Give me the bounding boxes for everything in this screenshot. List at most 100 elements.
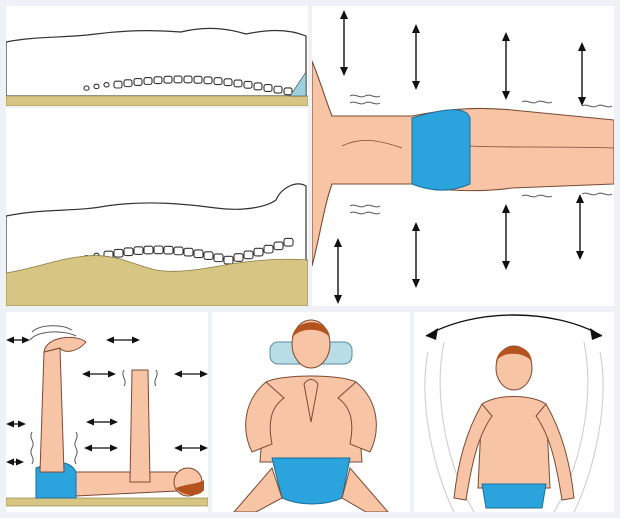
vertebra xyxy=(213,253,224,263)
vertebra xyxy=(273,85,283,94)
vertebra xyxy=(193,249,204,259)
vertebra xyxy=(93,83,100,90)
spine-flat-ground-panel xyxy=(6,6,308,106)
vertebra xyxy=(233,79,243,88)
arrowhead xyxy=(502,32,510,41)
lying-body xyxy=(312,60,614,267)
vertebra xyxy=(243,80,253,89)
uneven-ground xyxy=(6,255,308,306)
vertebra xyxy=(253,247,264,257)
arrowhead xyxy=(502,261,510,270)
vertebra xyxy=(283,87,293,96)
vertebra xyxy=(223,78,233,87)
arrowhead xyxy=(334,238,342,247)
spine-flat-illustration xyxy=(6,27,308,106)
arrowhead xyxy=(132,336,140,344)
palms-pressed-pillow-panel xyxy=(212,312,410,512)
arrowhead xyxy=(6,458,14,466)
head xyxy=(291,319,331,369)
arrowhead xyxy=(82,370,90,378)
vertebra xyxy=(83,85,90,91)
legs-arms-raised-panel xyxy=(6,312,208,512)
arrowhead xyxy=(412,222,420,231)
arrowhead xyxy=(110,444,118,452)
arrowhead xyxy=(174,444,182,452)
arrowhead xyxy=(200,444,208,452)
ground-hatch xyxy=(289,71,307,97)
arrowhead xyxy=(576,251,584,260)
lying-figure-illustration xyxy=(312,10,614,304)
vertebra xyxy=(203,251,214,261)
arms xyxy=(453,403,575,501)
vertebra xyxy=(233,253,244,262)
vertebra xyxy=(153,76,163,85)
vertebra xyxy=(273,241,284,251)
blue-shorts xyxy=(411,109,471,191)
body-outline xyxy=(6,183,307,277)
shake-waves xyxy=(29,325,158,465)
arrowhead xyxy=(412,81,420,90)
prayer-pose-illustration xyxy=(233,319,389,512)
arrowhead xyxy=(576,194,584,203)
vertebra xyxy=(173,246,184,256)
arrowhead xyxy=(412,279,420,288)
body-lying-vibration-panel xyxy=(312,6,614,306)
raised-feet xyxy=(43,336,87,353)
spine-uneven-illustration xyxy=(6,183,308,306)
arrowhead xyxy=(86,418,94,426)
head xyxy=(495,345,533,391)
arrowhead xyxy=(502,204,510,213)
vertebra xyxy=(223,255,234,265)
vibration-waves xyxy=(349,94,613,215)
arrowhead xyxy=(6,336,14,344)
arrowhead xyxy=(6,420,14,428)
vertebrae-row xyxy=(83,75,303,97)
arrowhead xyxy=(18,420,26,428)
body-swing-illustration xyxy=(424,314,604,512)
vertebra xyxy=(163,75,173,84)
vertebra xyxy=(123,247,134,257)
arrowhead xyxy=(106,336,114,344)
vertebra xyxy=(203,76,213,85)
raised-limbs-illustration xyxy=(6,325,208,507)
blue-shorts xyxy=(271,457,351,505)
swing-arrow xyxy=(425,314,603,337)
arrowhead xyxy=(334,295,342,304)
vibration-arrows xyxy=(334,10,586,304)
sitting-body-swing-panel xyxy=(414,312,614,512)
vertebra xyxy=(213,77,223,86)
vertebra xyxy=(163,245,174,255)
flat-ground xyxy=(6,95,308,106)
arrowhead xyxy=(22,336,30,344)
blue-shorts xyxy=(481,483,547,509)
arms xyxy=(245,381,377,453)
swing-arrowhead-right xyxy=(590,328,602,340)
vertebra xyxy=(133,78,143,86)
legs xyxy=(233,466,389,512)
vertebra xyxy=(263,84,273,92)
arrowhead xyxy=(108,370,116,378)
vertebra xyxy=(123,79,133,88)
vertebra xyxy=(183,247,194,257)
arrowhead xyxy=(578,42,586,51)
arrowhead xyxy=(578,97,586,106)
vertebra xyxy=(113,80,123,89)
arrowhead xyxy=(502,91,510,100)
vertebra xyxy=(173,75,183,84)
vertebra xyxy=(283,237,294,247)
arrowhead xyxy=(110,418,118,426)
floor-mat xyxy=(6,497,208,507)
arrowhead xyxy=(84,444,92,452)
shake-arrows xyxy=(6,336,208,466)
raised-legs xyxy=(39,347,65,473)
hair xyxy=(176,480,204,496)
swing-arrowhead-left xyxy=(426,328,438,340)
arrowhead xyxy=(340,10,348,19)
vertebra xyxy=(113,248,124,258)
arrowhead xyxy=(16,458,24,466)
vertebra xyxy=(253,82,263,91)
vertebra xyxy=(153,245,164,255)
arrowhead xyxy=(174,370,182,378)
vertebra xyxy=(193,75,203,84)
arrowhead xyxy=(340,67,348,76)
